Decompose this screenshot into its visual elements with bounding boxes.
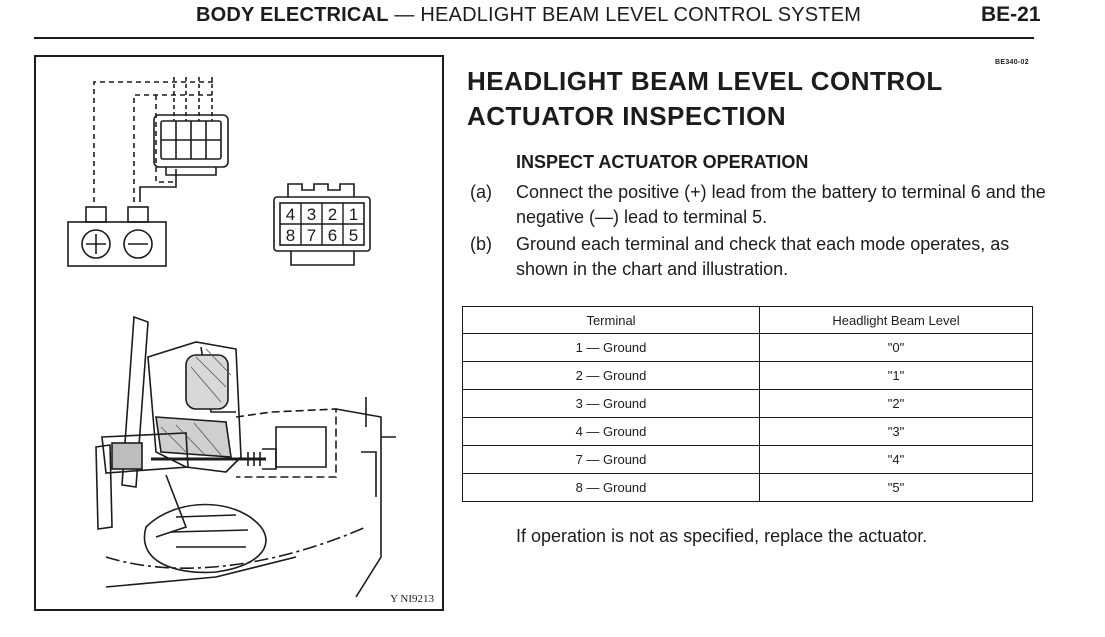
connector-pin: 5 <box>349 226 358 245</box>
connector-latch <box>287 183 355 197</box>
actuator-illustration: 4 3 2 1 8 7 6 5 <box>67 77 396 598</box>
rubber-boot <box>143 503 267 574</box>
sub-heading: INSPECT ACTUATOR OPERATION <box>516 152 809 172</box>
solid-lead <box>139 169 177 202</box>
small-connector <box>153 114 229 168</box>
header-separator: — <box>388 4 421 26</box>
header-rule <box>34 37 1034 39</box>
section-title: HEADLIGHT BEAM LEVEL CONTROL ACTUATOR IN… <box>467 64 1027 134</box>
connector-pin: 7 <box>307 226 316 245</box>
step-b: (b) Ground each terminal and check that … <box>470 232 1050 282</box>
terminal-table: Terminal Headlight Beam Level 1 — Ground… <box>462 306 1033 502</box>
table-row: 4 — Ground"3" <box>462 417 1033 446</box>
connector-pin: 3 <box>307 205 316 224</box>
table-row: 3 — Ground"2" <box>462 389 1033 418</box>
doc-code: BE340-02 <box>995 59 1029 66</box>
header-section: BODY ELECTRICAL <box>196 4 389 26</box>
battery-positive-icon <box>81 229 111 259</box>
table-header: Headlight Beam Level <box>759 306 1033 334</box>
step-label: (b) <box>470 234 492 254</box>
table-cell: "5" <box>759 473 1033 502</box>
note-text: If operation is not as specified, replac… <box>516 526 928 546</box>
actuator-housing <box>147 341 242 473</box>
step-label: (a) <box>470 182 492 202</box>
table-row: 1 — Ground"0" <box>462 333 1033 362</box>
section-title-line1: HEADLIGHT BEAM LEVEL CONTROL <box>467 66 943 96</box>
table-row: 7 — Ground"4" <box>462 445 1033 474</box>
connector-pin: 6 <box>328 226 337 245</box>
step-a: (a) Connect the positive (+) lead from t… <box>470 180 1050 230</box>
header-title: BODY ELECTRICAL — HEADLIGHT BEAM LEVEL C… <box>196 4 861 27</box>
table-cell: 1 — Ground <box>462 333 760 362</box>
battery-negative-icon <box>123 229 153 259</box>
section-title-line2: ACTUATOR INSPECTION <box>467 101 787 131</box>
table-cell: "3" <box>759 417 1033 446</box>
illustration-code: Y NI9213 <box>390 593 434 605</box>
dashed-lead-inner <box>133 94 216 202</box>
table-cell: 7 — Ground <box>462 445 760 474</box>
illustration-frame: 4 3 2 1 8 7 6 5 Y NI9213 <box>34 55 444 611</box>
table-cell: 2 — Ground <box>462 361 760 390</box>
table-header-row: Terminal Headlight Beam Level <box>462 306 1033 334</box>
connector-pin: 4 <box>286 205 295 224</box>
connector-pin: 2 <box>328 205 337 224</box>
table-cell: "4" <box>759 445 1033 474</box>
dashed-lead-link <box>155 95 176 183</box>
table-row: 8 — Ground"5" <box>462 473 1033 502</box>
connector-pin: 8 <box>286 226 295 245</box>
table-header: Terminal <box>462 306 760 334</box>
large-connector <box>273 196 371 252</box>
header-subsection: HEADLIGHT BEAM LEVEL CONTROL SYSTEM <box>420 4 862 26</box>
table-cell: 8 — Ground <box>462 473 760 502</box>
table-cell: 4 — Ground <box>462 417 760 446</box>
table-cell: "2" <box>759 389 1033 418</box>
step-text: Ground each terminal and check that each… <box>516 234 1010 279</box>
dashed-lead-outer <box>93 81 216 202</box>
table-cell: "0" <box>759 333 1033 362</box>
page-number: BE-21 <box>981 3 1041 26</box>
battery-body <box>67 221 167 267</box>
table-cell: 3 — Ground <box>462 389 760 418</box>
step-text: Connect the positive (+) lead from the b… <box>516 182 1046 227</box>
connector-pin: 1 <box>349 205 358 224</box>
table-row: 2 — Ground"1" <box>462 361 1033 390</box>
table-cell: "1" <box>759 361 1033 390</box>
